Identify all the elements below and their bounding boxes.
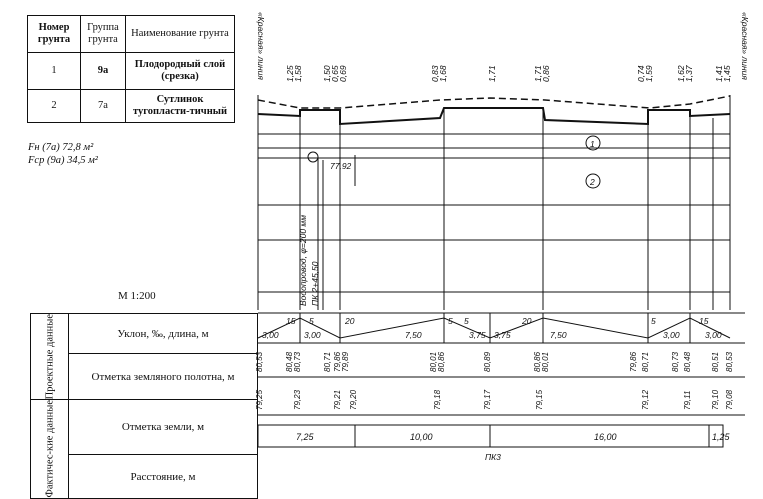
top-elevation: 1,37 <box>684 65 694 82</box>
subgrade-mark: 80,48 <box>683 351 692 372</box>
slope-value: 5 <box>309 316 314 326</box>
slope-value: 20 <box>521 316 532 326</box>
scale-label: М 1:200 <box>118 290 156 302</box>
row-label-subgrade: Отметка земляного полотна, м <box>68 353 258 401</box>
ground-mark: 79,11 <box>683 391 692 410</box>
ground-mark: 79,08 <box>725 389 734 410</box>
subgrade-mark: 80,01 <box>541 352 550 372</box>
slope-length: 7,50 <box>550 330 567 340</box>
subgrade-mark: 80,01 <box>429 352 438 372</box>
ground-mark: 79,17 <box>483 389 492 410</box>
slope-value: 15 <box>699 316 709 326</box>
slope-value: 5 <box>448 316 453 326</box>
slope-length: 3,00 <box>262 330 279 340</box>
distance-value: 10,00 <box>410 432 433 442</box>
subgrade-mark: 80,86 <box>533 351 542 372</box>
station-label: ПК3 <box>485 452 501 462</box>
red-line-left-label: «Красная» линия <box>256 12 266 80</box>
soil-name: Сутлинок тугопласти-тичный <box>125 89 235 123</box>
distance-value: 16,00 <box>594 432 617 442</box>
row-label-slope: Уклон, ‰, длина, м <box>68 312 258 355</box>
area-fn: Fн (7а) 72,8 м² <box>28 142 94 153</box>
subgrade-mark: 80,73 <box>293 351 302 372</box>
subgrade-mark: 79,89 <box>341 351 350 372</box>
slope-value: 15 <box>286 316 296 326</box>
pipe-label: Водопровод, φ=200 мм <box>298 215 308 306</box>
slope-value: 5 <box>651 316 656 326</box>
subgrade-mark: 80,71 <box>323 352 332 372</box>
profile-table: Проектные данные Уклон, ‰, длина, м Отме… <box>30 312 258 499</box>
ground-mark: 79,15 <box>535 389 544 410</box>
top-elevation: 1,68 <box>438 65 448 82</box>
red-line-right-label: «Красная» линия <box>740 12 750 80</box>
slope-length: 3,75 <box>469 330 486 340</box>
slope-length: 3,00 <box>304 330 321 340</box>
top-elevation: 0,83 <box>430 65 440 82</box>
pipe-station: ПК 2+45,50 <box>310 261 320 306</box>
subgrade-mark: 80,73 <box>671 351 680 372</box>
top-elevation: 1,58 <box>293 65 303 82</box>
profile-drawing: «Красная» линия «Красная» линия 1 2 77,9… <box>255 12 750 462</box>
soil-table: Номер грунта Группа грунта Наименование … <box>27 15 235 123</box>
subgrade-mark: 80,86 <box>437 351 446 372</box>
subgrade-mark: 80,53 <box>725 351 734 372</box>
top-elevation: 0,65 <box>330 65 340 82</box>
top-elevation: 1,71 <box>487 65 497 82</box>
top-elevation: 1,59 <box>644 65 654 82</box>
top-elevation: 0,74 <box>636 65 646 82</box>
subgrade-mark: 79,86 <box>629 351 638 372</box>
ground-mark: 79,10 <box>711 389 720 410</box>
road-surface <box>257 107 731 126</box>
distance-value: 1,25 <box>712 432 731 442</box>
header-name: Наименование грунта <box>125 15 235 53</box>
header-number: Номер грунта <box>27 15 81 53</box>
ground-profile <box>257 95 731 109</box>
top-elevation: 0,86 <box>541 65 551 82</box>
subgrade-mark: 80,51 <box>711 352 720 372</box>
ground-mark: 79,25 <box>255 389 264 410</box>
ground-mark: 79,23 <box>293 389 302 410</box>
slope-value: 5 <box>464 316 469 326</box>
soil-name: Плодородный слой (срезка) <box>125 52 235 90</box>
soil-number: 2 <box>27 89 81 123</box>
ground-mark: 79,21 <box>333 390 342 410</box>
slope-length: 3,00 <box>705 330 722 340</box>
ground-mark: 79,18 <box>433 389 442 410</box>
slope-length: 3,75 <box>494 330 511 340</box>
slope-length: 3,00 <box>663 330 680 340</box>
top-elevation: 1,41 <box>714 65 724 82</box>
subgrade-mark: 80,48 <box>285 351 294 372</box>
top-elevation: 1,71 <box>533 65 543 82</box>
subgrade-mark: 80,71 <box>641 352 650 372</box>
slope-length: 7,50 <box>405 330 422 340</box>
subgrade-mark: 80,89 <box>483 351 492 372</box>
top-elevation: 1,50 <box>322 65 332 82</box>
area-fsr: Fср (9а) 34,5 м² <box>28 155 98 166</box>
ground-mark: 79,12 <box>641 389 650 410</box>
elevation-mark: 77,92 <box>330 161 352 171</box>
soil-group: 7а <box>80 89 126 123</box>
ground-mark: 79,20 <box>349 389 358 410</box>
subgrade-mark: 80,53 <box>255 351 264 372</box>
top-elevation: 1,62 <box>676 65 686 82</box>
subgrade-mark: 79,86 <box>333 351 342 372</box>
marker-layer2: 2 <box>589 177 595 187</box>
top-elevation: 1,45 <box>722 65 732 82</box>
row-label-ground: Отметка земли, м <box>68 399 258 456</box>
top-elevation: 1,25 <box>285 65 295 82</box>
distance-value: 7,25 <box>296 432 315 442</box>
marker-layer1: 1 <box>590 139 595 149</box>
top-elevation: 0,69 <box>338 65 348 82</box>
slope-value: 20 <box>344 316 355 326</box>
